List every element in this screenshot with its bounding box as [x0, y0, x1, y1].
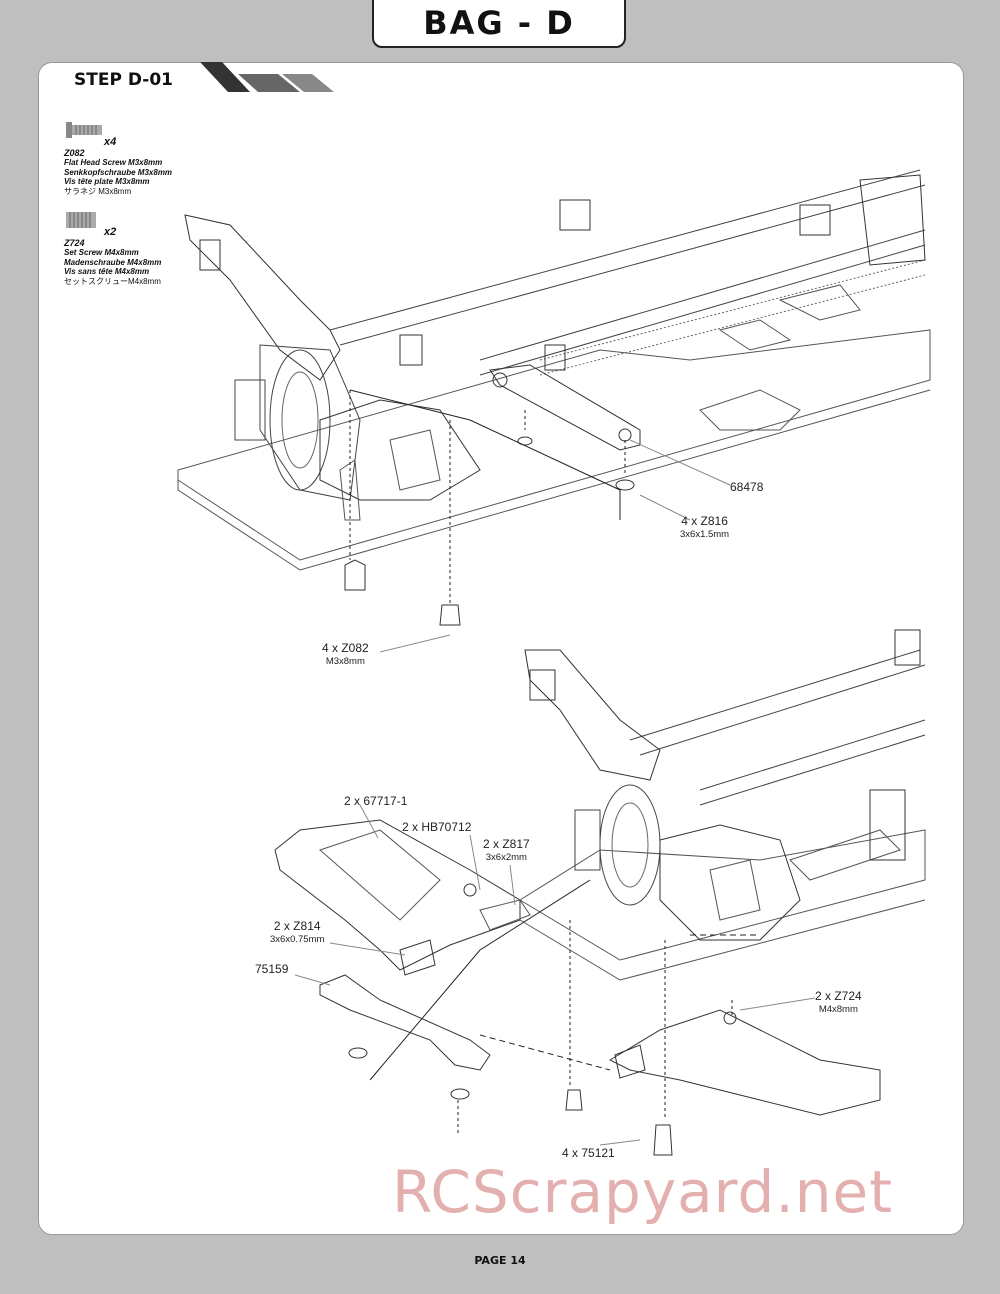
instruction-panel [38, 62, 964, 1235]
callout-label: 68478 [730, 480, 764, 494]
legend-desc-jp: セットスクリューM4x8mm [64, 276, 161, 286]
legend-desc-en: Set Screw M4x8mm [64, 248, 139, 257]
callout-sub: M3x8mm [325, 656, 365, 667]
callout-75121: 4 x 75121 [562, 1147, 615, 1160]
callout-75159: 75159 [255, 963, 288, 976]
callout-label: 4 x 75121 [562, 1146, 615, 1160]
legend-desc-en: Flat Head Screw M3x8mm [64, 158, 163, 167]
callout-label: 2 x Z814 [273, 919, 321, 933]
callout-sub: 3x6x0.75mm [270, 934, 325, 945]
legend-qty: x2 [104, 226, 117, 238]
callout-hb70712: 2 x HB70712 [402, 821, 471, 834]
legend-code: Z724 [64, 237, 85, 248]
legend-qty: x4 [104, 136, 117, 148]
callout-label: 2 x Z724 [815, 989, 862, 1003]
legend-desc-jp: サラネジ M3x8mm [64, 186, 132, 196]
bag-title: BAG - D [423, 4, 575, 42]
set-screw-icon [66, 212, 96, 228]
callout-label: 4 x Z082 [322, 641, 369, 655]
callout-sub: 3x6x1.5mm [680, 529, 730, 540]
legend-desc-de: Madenschraube M4x8mm [64, 257, 162, 267]
callout-68478: 68478 [730, 481, 763, 494]
legend-desc-fr: Vis sans tête M4x8mm [64, 267, 150, 276]
callout-67717-1: 2 x 67717-1 [344, 795, 407, 808]
callout-label: 2 x HB70712 [402, 820, 472, 834]
legend-code: Z082 [64, 147, 85, 158]
legend-item-z082: x4 Z082 Flat Head Screw M3x8mm Senkkopfs… [64, 120, 172, 196]
step-label: STEP D-01 [74, 70, 173, 90]
callout-label: 2 x Z817 [483, 837, 530, 851]
callout-sub: M4x8mm [818, 1004, 858, 1015]
page-number: PAGE 14 [474, 1254, 526, 1267]
legend-item-z724: x2 Z724 Set Screw M4x8mm Madenschraube M… [64, 210, 172, 286]
flat-head-screw-icon [66, 122, 102, 138]
watermark: RCScrapyard.net [392, 1158, 893, 1226]
legend-desc-de: Senkkopfschraube M3x8mm [64, 167, 173, 177]
legend-desc-fr: Vis tête plate M3x8mm [64, 177, 150, 186]
parts-legend: x4 Z082 Flat Head Screw M3x8mm Senkkopfs… [64, 120, 172, 300]
bag-title-tab: BAG - D [372, 0, 626, 48]
callout-label: 75159 [255, 962, 289, 976]
callout-sub: 3x6x2mm [485, 852, 527, 863]
callout-label: 4 x Z816 [681, 514, 728, 528]
callout-label: 2 x 67717-1 [344, 794, 408, 808]
